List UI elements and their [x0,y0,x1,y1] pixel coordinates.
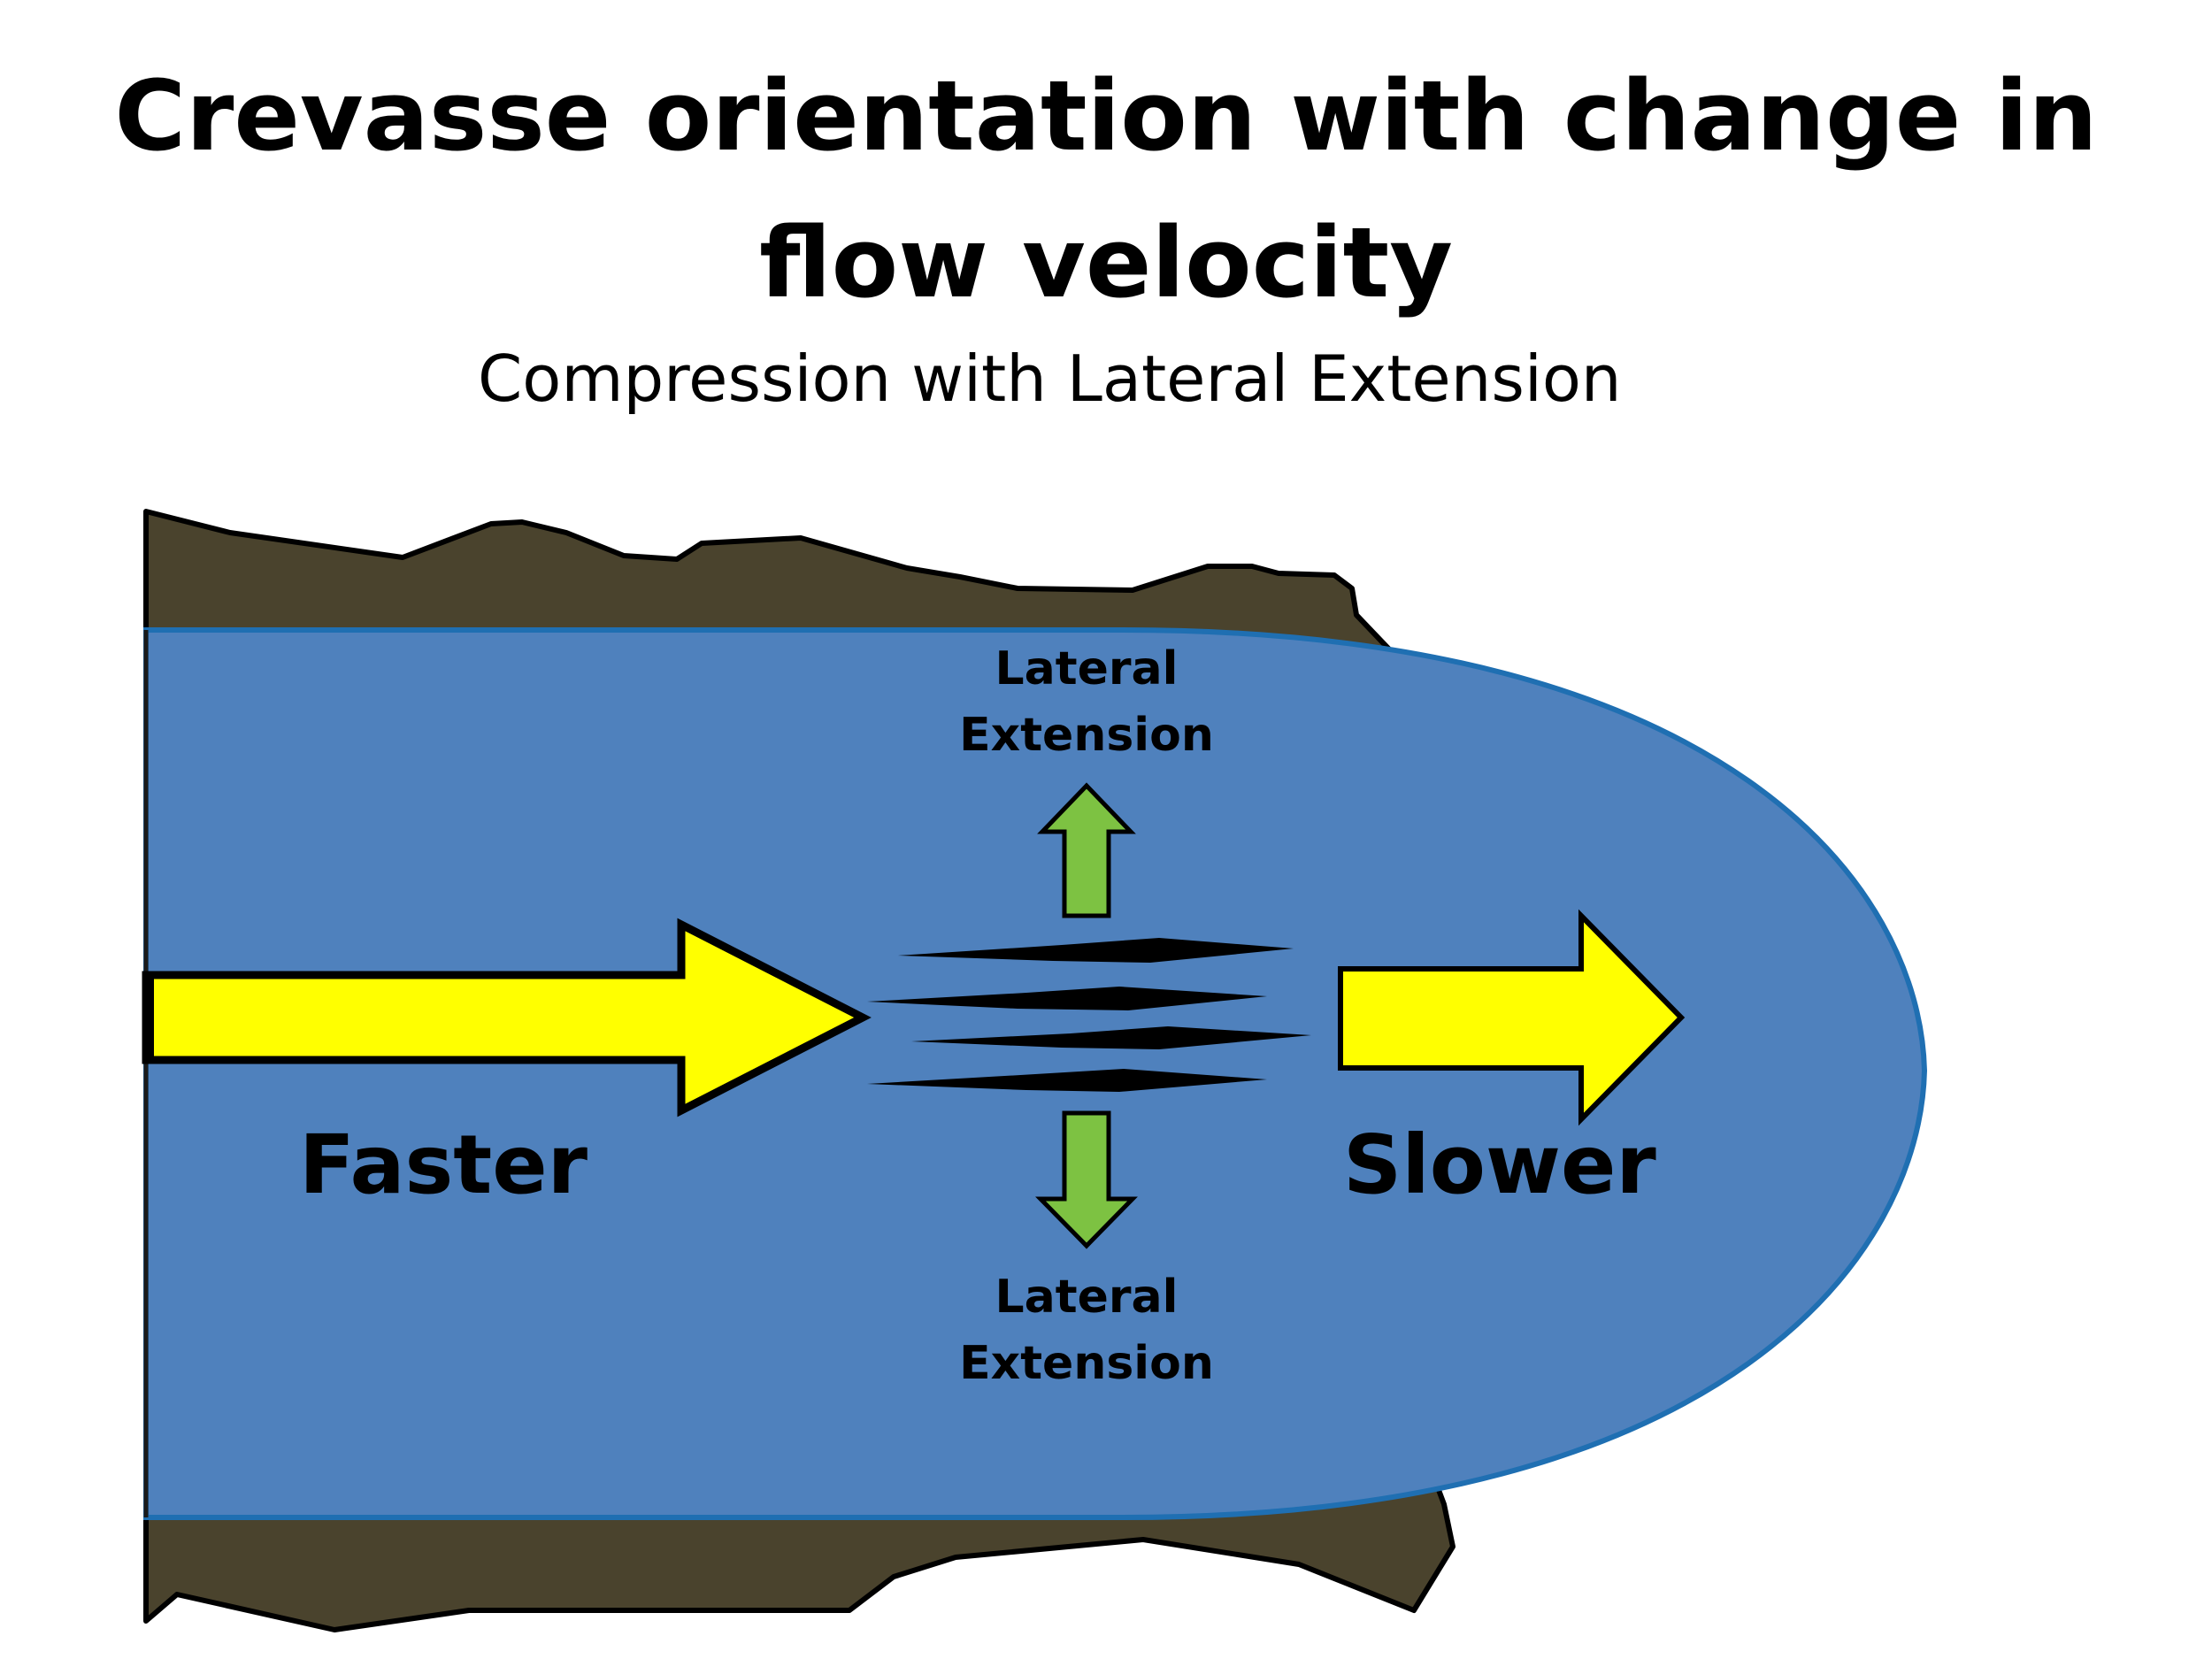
crevasse [867,1069,1267,1092]
faster-flow-arrow [142,918,872,1118]
crevasse [898,938,1294,963]
lateral-extension-arrow-down [1035,1110,1138,1249]
faster-label: Faster [299,1118,588,1212]
lateral-extension-arrow-up [1037,782,1136,918]
slower-label: Slower [1343,1118,1656,1212]
top-extension-label-line1: Lateral [995,642,1179,695]
diagram-subtitle: Compression with Lateral Extension [478,342,1622,416]
bottom-extension-label-line1: Lateral [995,1271,1179,1324]
crevasse [911,1026,1311,1049]
crevasse [867,987,1267,1010]
diagram-title: Crevasse orientation with change in flow… [114,59,2098,319]
top-extension-label-line2: Extension [959,709,1214,762]
glacier-ice [143,627,1928,1520]
crevasses [867,938,1311,1092]
bottom-extension-label-line2: Extension [959,1337,1214,1390]
slower-flow-arrow [1338,909,1686,1126]
